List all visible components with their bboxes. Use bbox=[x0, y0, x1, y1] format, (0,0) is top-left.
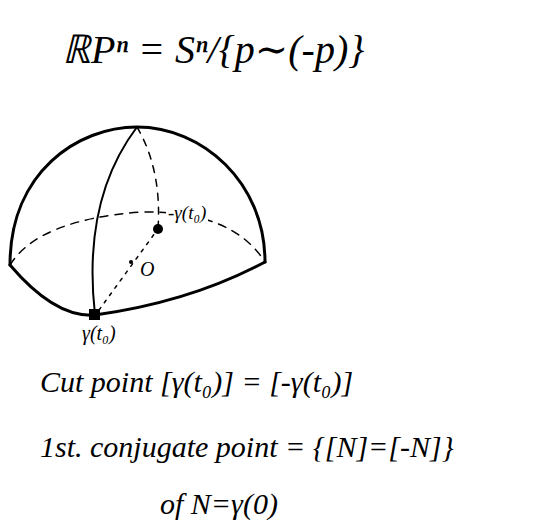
note-text: of N=γ(0) bbox=[160, 487, 278, 520]
geodesic-point bbox=[89, 309, 100, 320]
meridian-front bbox=[93, 127, 137, 315]
note-text: 1st. conjugate point = {[N]=[-N]} bbox=[40, 430, 454, 463]
point-label: γ(t₀) bbox=[80, 322, 118, 344]
point-label: -γ(t₀) bbox=[166, 203, 208, 224]
note-text: Cut point [γ(t₀)] = [-γ(t₀)] bbox=[40, 365, 353, 398]
antipodal-point bbox=[153, 224, 163, 234]
dome-outline bbox=[10, 127, 265, 265]
center-point bbox=[129, 260, 133, 264]
origin-label: O bbox=[138, 258, 156, 280]
meridian-back bbox=[137, 127, 159, 229]
formula-title: ℝPⁿ = Sⁿ/{p∼(-p)} bbox=[62, 28, 364, 72]
